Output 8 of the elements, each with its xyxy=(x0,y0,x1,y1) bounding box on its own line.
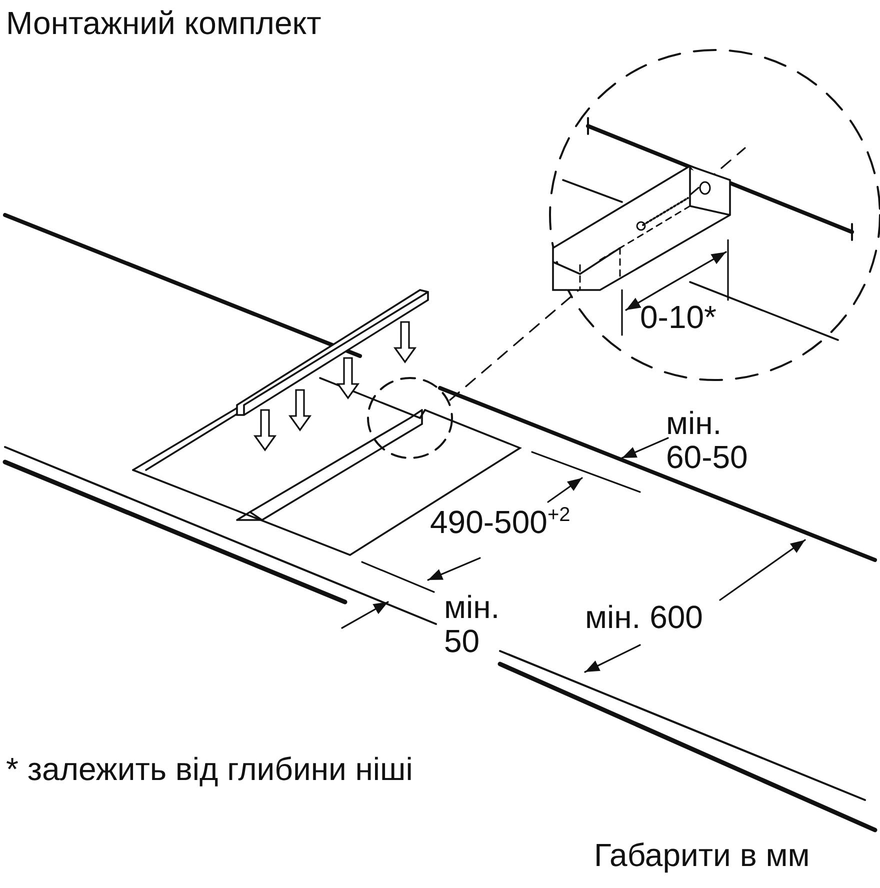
dimension-label: мін. 600 xyxy=(585,600,704,634)
dimension-label: мін. 50 xyxy=(444,590,501,658)
units-note: Габарити в мм xyxy=(594,838,811,872)
dimension-label: 0-10* xyxy=(640,300,718,334)
title: Монтажний комплект xyxy=(6,4,322,42)
footnote: * залежить від глибини ніші xyxy=(6,752,414,786)
dimension-label: 490-500$^{+2}$ xyxy=(430,505,572,542)
dimension-label: мін. 60-50 xyxy=(666,406,749,474)
